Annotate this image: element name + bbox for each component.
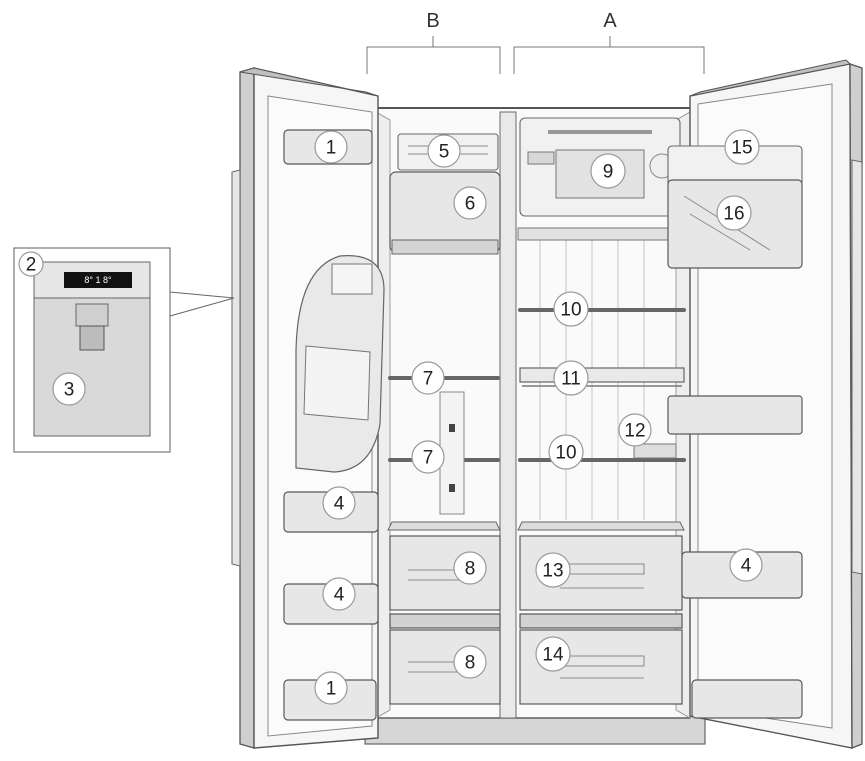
section-bracket-a: A [513,10,705,74]
callout-dairy-compartment-lid: 15 [724,129,760,165]
callout-number: 4 [334,585,345,606]
callout-ice-bin: 6 [453,186,487,220]
callout-bottle-holder: 12 [618,413,652,447]
callout-freezer-shelf-lower: 7 [411,440,445,474]
callout-circle [314,130,348,164]
callout-circle [729,548,763,582]
callout-circle [52,372,86,406]
section-bracket-b: B [366,10,501,74]
callout-circle [411,361,445,395]
callout-freezer-drawer-upper: 8 [453,551,487,585]
callout-dispenser-area: 3 [52,372,86,406]
callout-door-bin-bottom-left: 1 [314,671,348,705]
callout-fridge-shelf-upper: 10 [553,291,589,327]
callout-door-bin-mid-left-upper: 4 [322,486,356,520]
callout-number: 5 [439,142,450,163]
callout-circle [618,413,652,447]
callout-number: 7 [423,369,434,390]
bottle-holder-unit [633,443,677,459]
callout-number: 8 [465,653,476,674]
callout-number: 10 [560,300,581,321]
callout-number: 9 [603,162,614,183]
callout-dairy-compartment: 16 [716,195,752,231]
dispenser-display-text: 8° 1 8° [84,275,112,285]
callout-door-bin-mid-left-lower: 4 [322,577,356,611]
callout-number: 4 [334,494,345,515]
callout-number: 3 [64,380,75,401]
ice-bin-unit [389,171,501,255]
callout-number: 10 [555,443,576,464]
callout-fridge-shelf-middle: 11 [553,360,589,396]
callout-fridge-shelf-lower: 10 [548,434,584,470]
callout-number: 13 [542,561,563,582]
callout-fridge-drawer-lower: 14 [535,636,571,672]
callout-number: 1 [326,679,337,700]
callout-circle [453,186,487,220]
callout-number: 16 [723,204,744,225]
callout-number: 8 [465,559,476,580]
callout-number: 15 [731,138,752,159]
left-door [231,67,385,749]
callout-number: 7 [423,448,434,469]
callout-number: 2 [26,255,37,276]
callout-control-panel: 9 [590,153,626,189]
callout-number: 11 [561,369,581,390]
callout-fridge-drawer-upper: 13 [535,552,571,588]
section-label-b: B [426,10,439,32]
callout-number: 12 [624,421,645,442]
callout-circle [716,195,752,231]
callout-circle [535,552,571,588]
callout-number: 6 [465,194,476,215]
callout-number: 1 [326,138,337,159]
callout-circle [535,636,571,672]
callout-circle [548,434,584,470]
callout-circle [322,577,356,611]
callout-circle [553,291,589,327]
callout-door-bin-right: 4 [729,548,763,582]
dispenser-inset: 8° 1 8° [13,247,235,453]
callout-circle [453,551,487,585]
callout-dispenser-display: 2 [18,251,44,277]
callout-circle [553,360,589,396]
callout-circle [427,134,461,168]
section-label-a: A [603,10,617,32]
callout-circle [590,153,626,189]
callout-freezer-shelf-upper: 7 [411,361,445,395]
callout-number: 4 [741,556,752,577]
callout-circle [453,645,487,679]
callout-circle [724,129,760,165]
callout-number: 14 [542,645,564,666]
callout-circle [314,671,348,705]
callout-circle [322,486,356,520]
callout-freezer-drawer-lower: 8 [453,645,487,679]
callout-ice-maker: 5 [427,134,461,168]
right-door [667,59,863,749]
callout-door-bin-top-left: 1 [314,130,348,164]
callout-circle [18,251,44,277]
callout-circle [411,440,445,474]
